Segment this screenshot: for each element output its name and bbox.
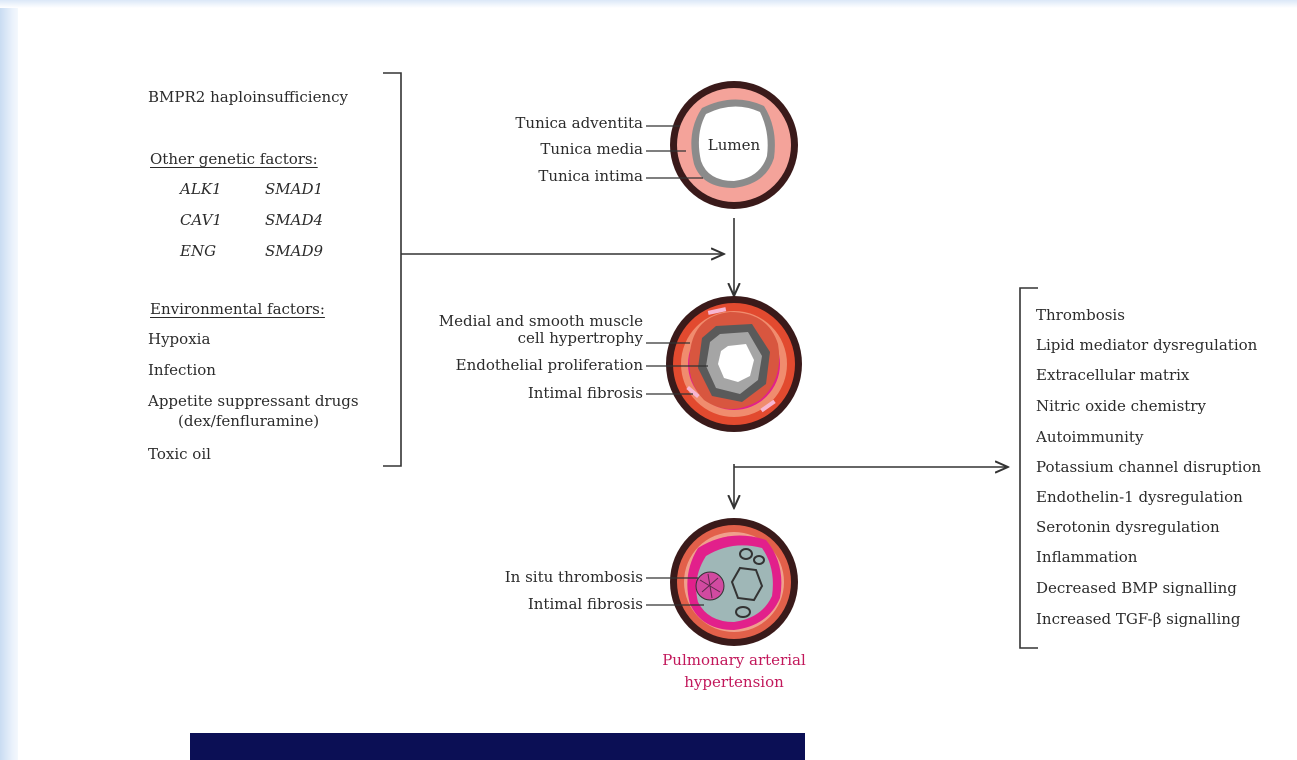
mechanism-serotonin: Serotonin dysregulation xyxy=(1036,518,1220,536)
tunica-adventita-label: Tunica adventita xyxy=(515,114,643,132)
mechanism-thrombosis: Thrombosis xyxy=(1036,306,1125,324)
lumen-label: Lumen xyxy=(707,136,761,154)
mechanism-ecm: Extracellular matrix xyxy=(1036,366,1190,384)
mechanism-autoimmunity: Autoimmunity xyxy=(1036,428,1144,446)
medial-hypertrophy-label-2: cell hypertrophy xyxy=(517,329,643,347)
left-bracket xyxy=(383,72,402,467)
pathway-diagram xyxy=(383,72,1038,649)
gene-smad1: SMAD1 xyxy=(265,180,324,198)
mechanism-bmp: Decreased BMP signalling xyxy=(1036,579,1237,597)
vessel-normal xyxy=(646,81,798,209)
intimal-fibrosis-label: Intimal fibrosis xyxy=(527,384,643,402)
environmental-factors-heading: Environmental factors: xyxy=(150,300,325,318)
mechanism-potassium: Potassium channel disruption xyxy=(1036,458,1262,476)
top-band xyxy=(0,0,1297,8)
gene-alk1: ALK1 xyxy=(180,180,222,198)
right-bracket xyxy=(1019,287,1038,649)
env-hypoxia: Hypoxia xyxy=(148,330,211,348)
vessel-pah xyxy=(646,518,798,646)
env-appetite-drugs: Appetite suppressant drugs xyxy=(148,392,359,410)
vessel-remodeled xyxy=(646,296,802,432)
gene-smad9: SMAD9 xyxy=(265,242,324,260)
pah-title-line-1: Pulmonary arterial xyxy=(662,651,806,669)
env-toxic-oil: Toxic oil xyxy=(148,445,211,463)
in-situ-thrombosis-label: In situ thrombosis xyxy=(504,568,643,586)
tunica-intima-label: Tunica intima xyxy=(538,167,643,185)
gene-smad4: SMAD4 xyxy=(265,211,324,229)
mechanism-inflammation: Inflammation xyxy=(1036,548,1138,566)
mechanism-endothelin: Endothelin-1 dysregulation xyxy=(1036,488,1243,506)
medial-hypertrophy-label-1: Medial and smooth muscle xyxy=(438,312,643,330)
endothelial-proliferation-label: Endothelial proliferation xyxy=(455,356,643,374)
env-infection: Infection xyxy=(148,361,216,379)
pah-title-line-2: hypertension xyxy=(684,673,784,691)
env-appetite-drugs-detail: (dex/fenfluramine) xyxy=(178,412,320,430)
mechanism-nitric-oxide: Nitric oxide chemistry xyxy=(1036,397,1206,415)
genetic-factors-heading: Other genetic factors: xyxy=(150,150,318,168)
mechanism-lipid: Lipid mediator dysregulation xyxy=(1036,336,1258,354)
figure-canvas: BMPR2 haploinsufficiency Other genetic f… xyxy=(18,8,1297,760)
tunica-media-label: Tunica media xyxy=(540,140,643,158)
intimal-fibrosis-pah-label: Intimal fibrosis xyxy=(527,595,643,613)
mechanism-tgf-beta: Increased TGF-β signalling xyxy=(1036,610,1241,628)
gene-eng: ENG xyxy=(180,242,217,260)
caption-bar xyxy=(190,733,805,760)
bmpr2-label: BMPR2 haploinsufficiency xyxy=(148,88,348,106)
gene-cav1: CAV1 xyxy=(180,211,222,229)
